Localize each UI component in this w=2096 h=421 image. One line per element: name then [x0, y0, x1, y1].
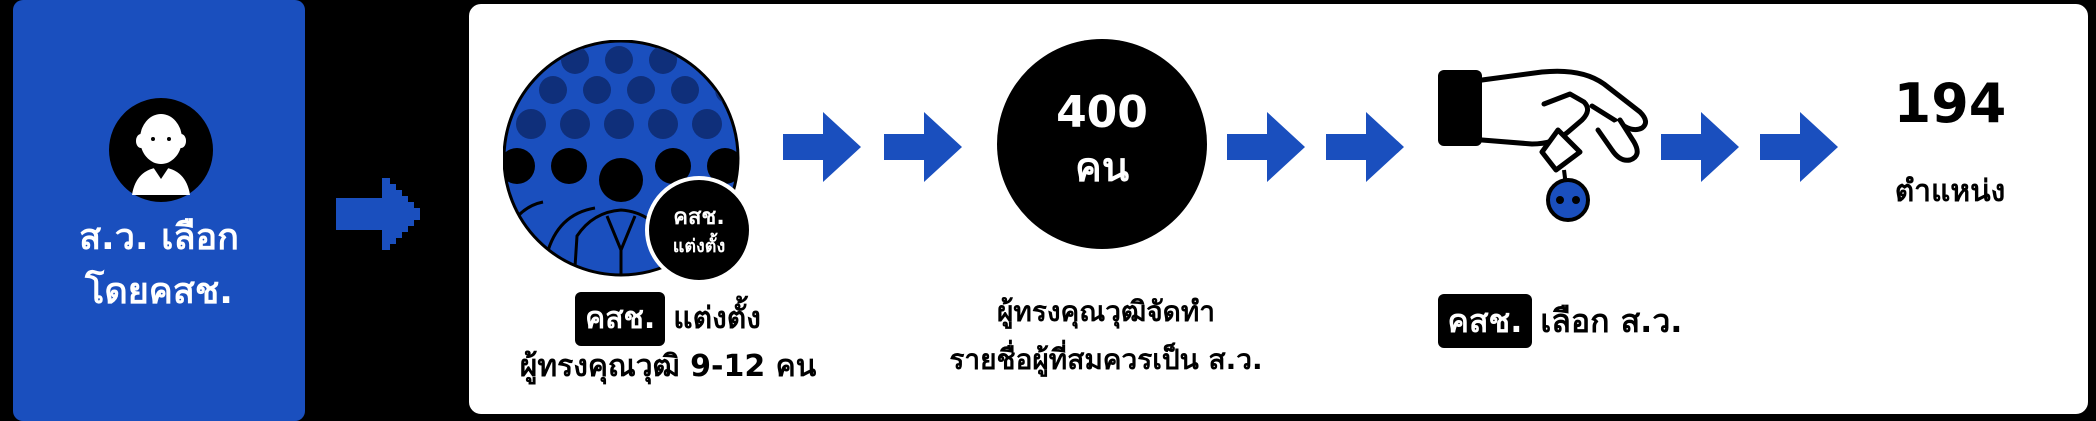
arrow-icon [1760, 112, 1838, 182]
crowd-icon: คสช. แต่งตั้ง [503, 40, 753, 284]
arrow-icon [884, 112, 962, 182]
person-icon [109, 98, 213, 202]
step3-caption-tag: คสช. [1437, 294, 1533, 348]
hand-picking-icon [1438, 68, 1648, 222]
arrow-icon [1227, 112, 1305, 182]
step1-caption-tag: คสช. [575, 292, 666, 346]
count-unit: คน [1074, 145, 1130, 191]
arrow-icon [1661, 112, 1739, 182]
step3-caption: คสช.เลือก ส.ว. [1380, 294, 1740, 348]
step1-caption-line1: แต่งตั้ง [673, 301, 761, 336]
crowd-badge: คสช. [673, 205, 724, 230]
arrow-icon [783, 112, 861, 182]
step2-caption-line2: รายชื่อผู้ที่สมควรเป็น ส.ว. [949, 343, 1263, 376]
step2-caption-line1: ผู้ทรงคุณวุฒิจัดทำ [996, 295, 1216, 328]
step3-caption-text: เลือก ส.ว. [1540, 302, 1683, 340]
crowd-badge-sub: แต่งตั้ง [673, 232, 726, 257]
left-card: ส.ว. เลือก โดยคสช. [13, 0, 305, 421]
step1-caption-line2: ผู้ทรงคุณวุฒิ 9-12 คน [519, 349, 817, 384]
arrow-icon [1326, 112, 1404, 182]
big-arrow-icon [336, 178, 420, 250]
step1-caption: คสช.แต่งตั้ง ผู้ทรงคุณวุฒิ 9-12 คน [478, 292, 858, 392]
count-circle: 400 คน [997, 39, 1207, 249]
count-number: 400 [1056, 87, 1148, 138]
left-title-line1: ส.ว. เลือก [79, 217, 239, 258]
result-number: 194 [1893, 72, 2007, 135]
left-title-line2: โดยคสช. [85, 271, 233, 312]
step2-caption: ผู้ทรงคุณวุฒิจัดทำ รายชื่อผู้ที่สมควรเป็… [916, 288, 1296, 384]
result-unit: ตำแหน่ง [1894, 174, 2006, 209]
